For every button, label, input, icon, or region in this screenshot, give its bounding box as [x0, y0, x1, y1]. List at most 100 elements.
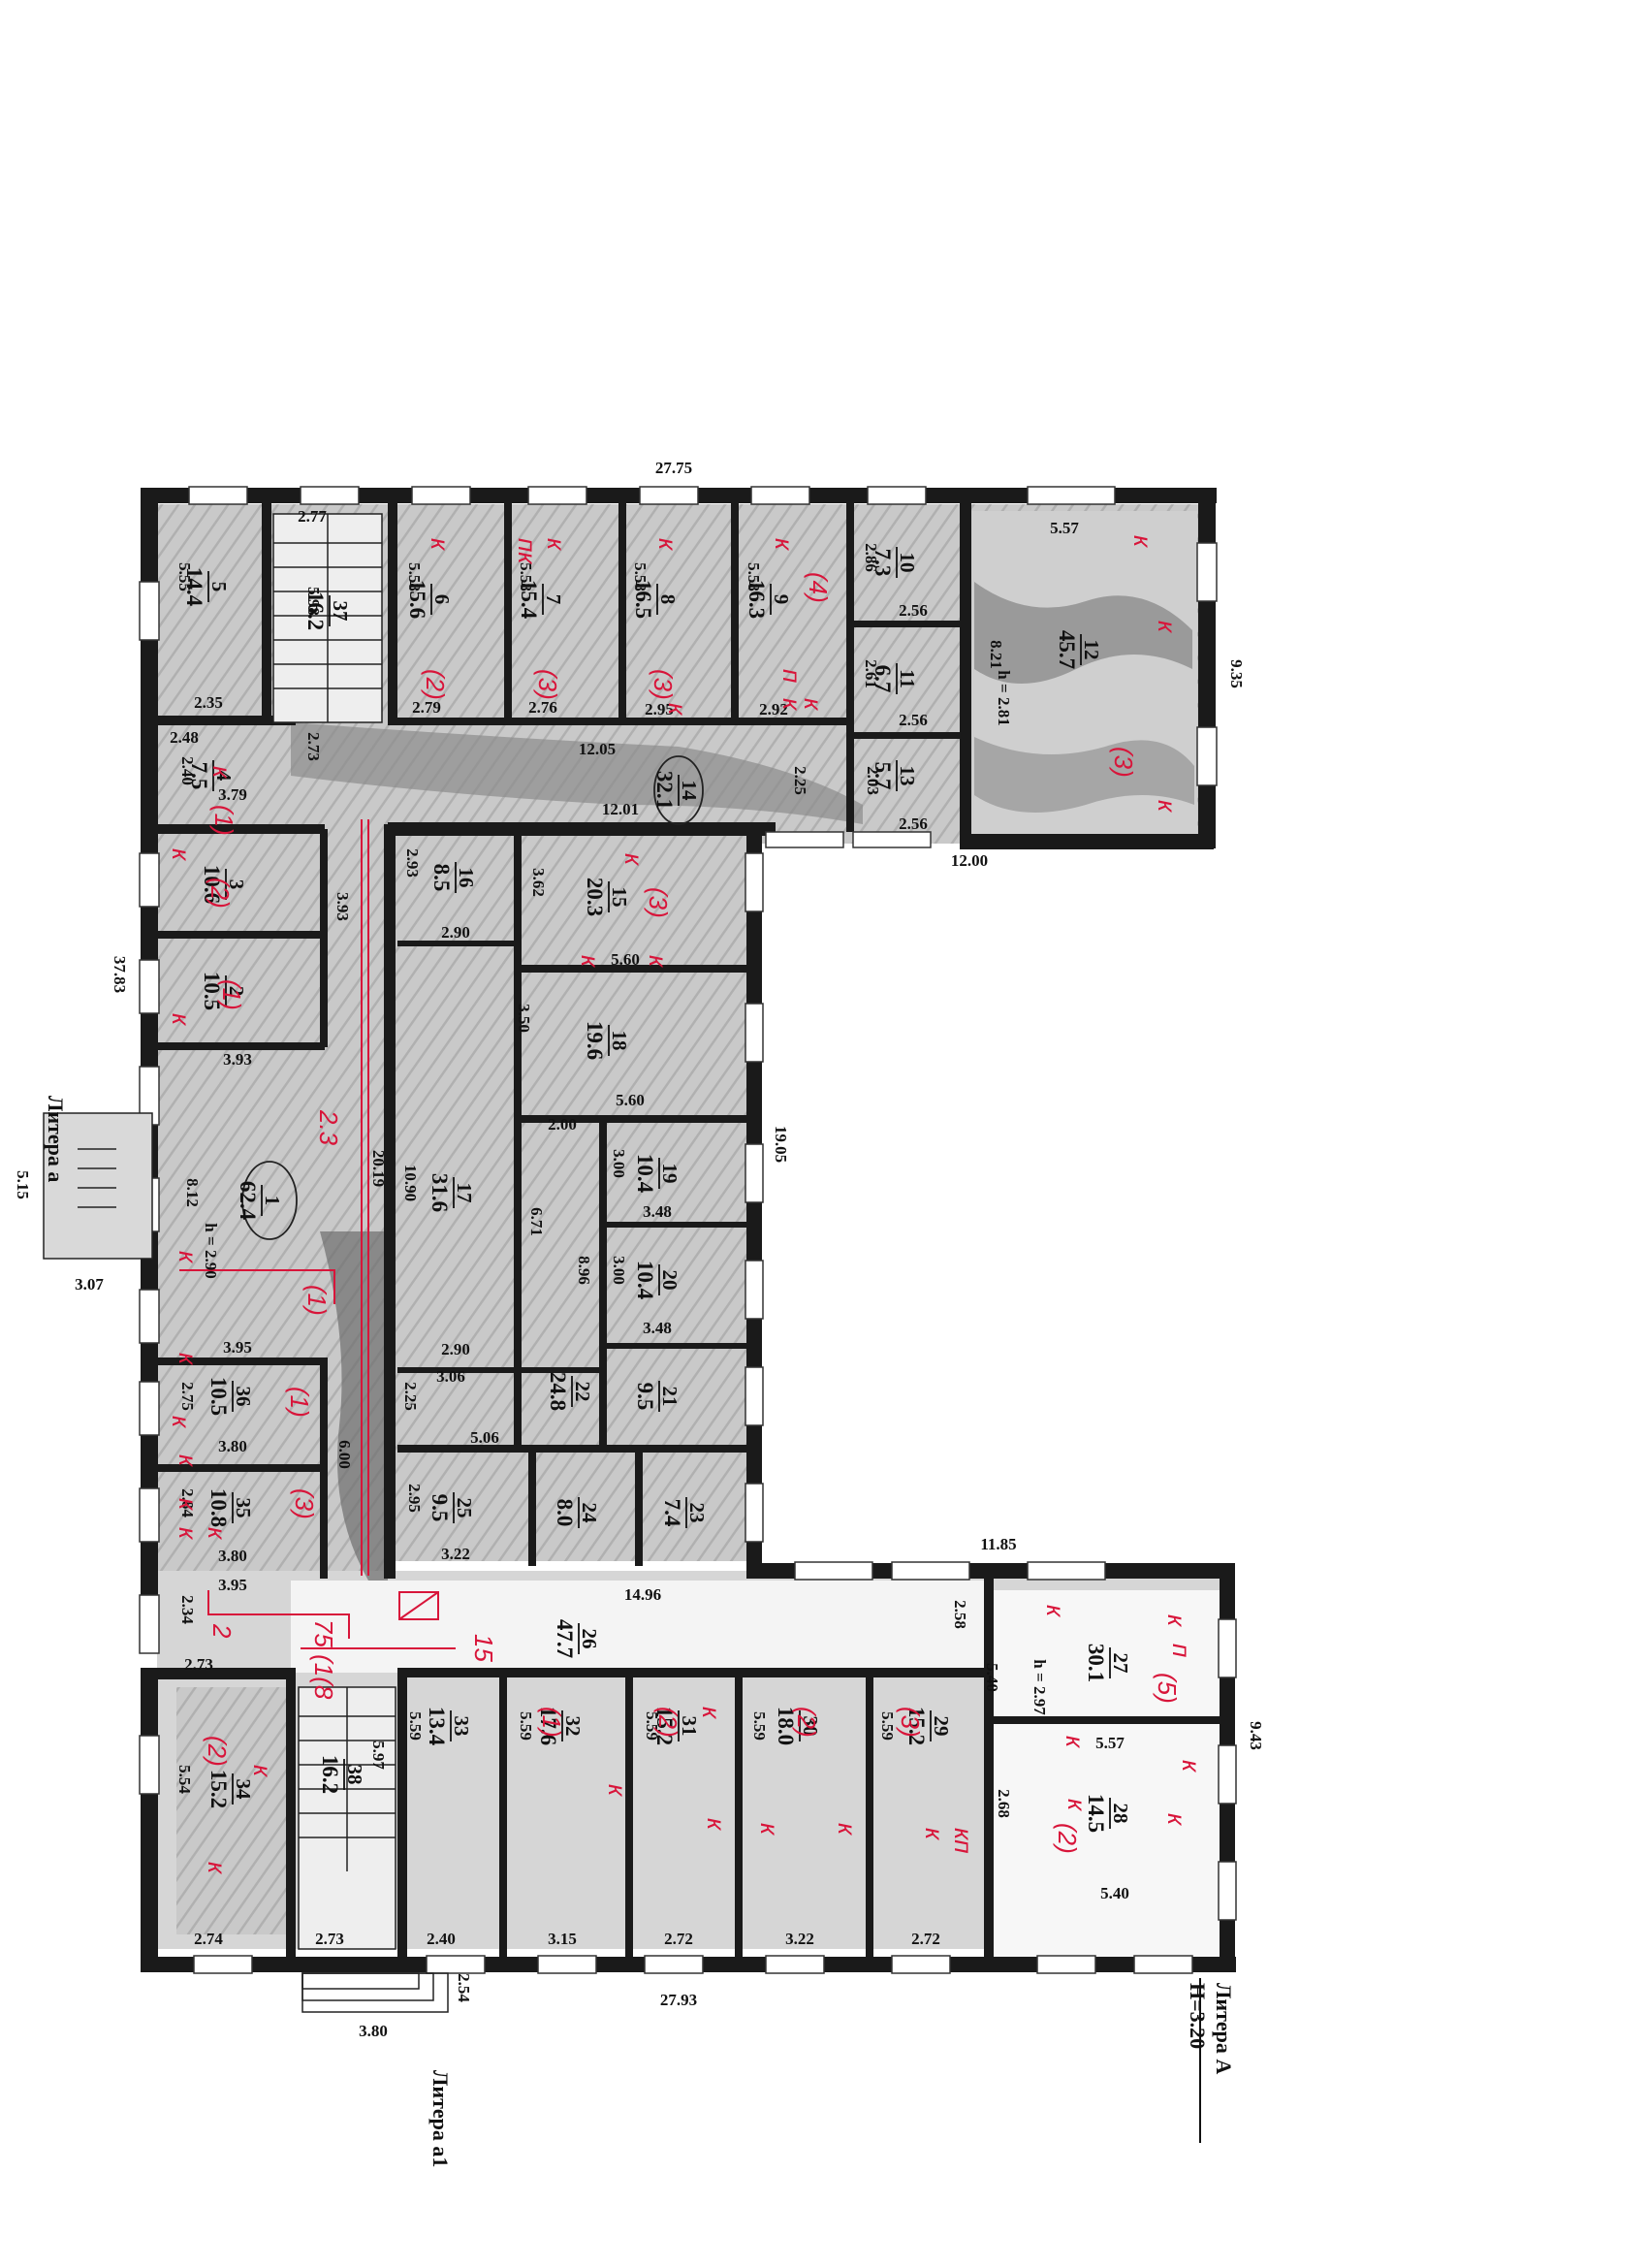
dimension-d-11-a: 2.61: [862, 659, 880, 688]
annotation-k: к: [174, 1454, 203, 1468]
room-number: 15: [608, 887, 631, 908]
dimension-d-15-a: 3.62: [529, 868, 548, 897]
room-number: 30: [799, 1716, 822, 1737]
dimension-d-8-b: 2.95: [645, 700, 674, 719]
dimension-d-7: 5.58: [517, 562, 535, 591]
room-area: 45.7: [1055, 630, 1079, 669]
annotation-g3: (3): [290, 1488, 319, 1519]
dimension-d-19-c: 3.48: [643, 1202, 672, 1221]
dimension-d-12-top: 5.57: [1050, 519, 1079, 537]
room-area: 24.8: [546, 1372, 570, 1411]
annotation-k: к: [799, 698, 828, 712]
room-area: 15.6: [405, 580, 429, 619]
dimension-d-29-b: 2.72: [911, 1930, 940, 1948]
red-markup-lines: [179, 819, 456, 1649]
annotation-pk: пк: [513, 538, 542, 565]
dimension-top-total: 27.75: [655, 459, 692, 477]
room-number: 10: [896, 553, 919, 573]
dimension-d-9: 5.58: [745, 562, 763, 591]
room-area: 17.6: [536, 1707, 560, 1745]
dimension-d-22-b: 8.96: [575, 1256, 593, 1285]
dimension-d-28-a: 2.68: [995, 1789, 1013, 1818]
room-area: 15.4: [517, 580, 541, 620]
dimension-d-1-a: 8.12: [183, 1178, 202, 1207]
dimension-d-22-c: 5.06: [470, 1428, 499, 1447]
room-area: 5.7: [871, 762, 895, 790]
dimension-d-17-b: 2.90: [441, 1340, 470, 1358]
room-label-5: 514.4: [182, 567, 231, 607]
room-number: 27: [1109, 1653, 1132, 1674]
annotation-g4: (4): [804, 572, 833, 603]
room-label-21: 219.5: [633, 1381, 681, 1412]
annotation-g2: (2): [1053, 1823, 1082, 1854]
porch-litera-a1: [301, 1972, 449, 2013]
dimension-d-36-a: 2.75: [178, 1382, 197, 1411]
annotation-k: к: [576, 955, 605, 969]
dimension-d-34-a: 2.73: [184, 1655, 213, 1674]
dimension-d-34-c: 2.74: [194, 1930, 223, 1948]
dimension-left-total: 37.83: [111, 956, 129, 993]
annotation-k: к: [755, 1823, 784, 1837]
room-area: 9.5: [633, 1383, 657, 1411]
annotation-k: к: [248, 1765, 277, 1778]
annotation-k: к: [1062, 1799, 1092, 1812]
dimension-d-7-b: 2.76: [528, 698, 557, 717]
dimension-ceiling-1: h = 2.90: [202, 1223, 220, 1278]
room-area: 15.2: [652, 1707, 677, 1745]
dimension-d-a1-a: 3.80: [359, 2022, 388, 2040]
room-label-23: 237.4: [660, 1497, 709, 1528]
dimension-d-35-b: 3.80: [218, 1547, 247, 1565]
annotation-g3: (3): [1109, 747, 1138, 778]
room-number: 8: [656, 594, 680, 605]
room-number: 2: [225, 986, 248, 997]
dimension-d-2-a: 3.93: [223, 1050, 252, 1069]
dimension-d-33-b: 2.40: [427, 1930, 456, 1948]
annotation-g3: (3): [896, 1707, 925, 1738]
room-area: 15.2: [206, 1770, 231, 1808]
porch-litera-a: [43, 1112, 153, 1260]
dimension-d-29-a: 5.59: [878, 1711, 897, 1741]
annotation-k: к: [207, 766, 237, 780]
annotation-k: к: [542, 538, 571, 552]
annotation-g3: (3): [533, 669, 562, 700]
room-number: 14: [678, 781, 701, 802]
room-area: 10.5: [200, 972, 224, 1010]
room-number: 17: [453, 1183, 476, 1203]
dimension-d-a1-b: 2.54: [455, 1973, 473, 2002]
dimension-d-8: 5.58: [631, 562, 650, 591]
room-number: 36: [232, 1387, 255, 1407]
dimension-d-18-a: 3.50: [515, 1004, 533, 1033]
annotation-g3: (3): [644, 887, 673, 918]
room-area: 16.5: [631, 580, 655, 619]
annotation-g2: (2): [203, 1736, 232, 1767]
room-area: 7.5: [187, 762, 211, 790]
room-label-16: 168.5: [429, 862, 478, 893]
annotation-k: к: [1162, 1813, 1191, 1827]
room-number: 32: [561, 1716, 585, 1737]
room-area: 6.7: [871, 665, 895, 693]
room-label-1: 162.4: [236, 1181, 284, 1221]
dimension-d-20-b: 3.48: [643, 1319, 672, 1337]
dimension-d-stair-top: 2.77: [298, 507, 327, 526]
room-number: 38: [343, 1765, 366, 1785]
room-area: 19.6: [583, 1021, 607, 1060]
dimension-d-mid2: 11.85: [980, 1535, 1016, 1553]
annotation-g2: (2): [653, 1707, 682, 1738]
annotation-p: п: [1167, 1644, 1196, 1657]
annotation-k: к: [603, 1784, 632, 1798]
room-label-3: 310.6: [200, 865, 248, 904]
dimension-d-36-b: 3.80: [218, 1437, 247, 1455]
captions: Литера а Литера а1 Литера А Н=3.20: [44, 1096, 1236, 2167]
dimension-ceiling-12: h = 2.81: [995, 670, 1013, 725]
room-label-24: 248.0: [553, 1497, 601, 1528]
stairs-upper: [272, 513, 383, 723]
dimension-d-14-side: 2.25: [791, 766, 809, 795]
room-area: 10.6: [200, 865, 224, 904]
